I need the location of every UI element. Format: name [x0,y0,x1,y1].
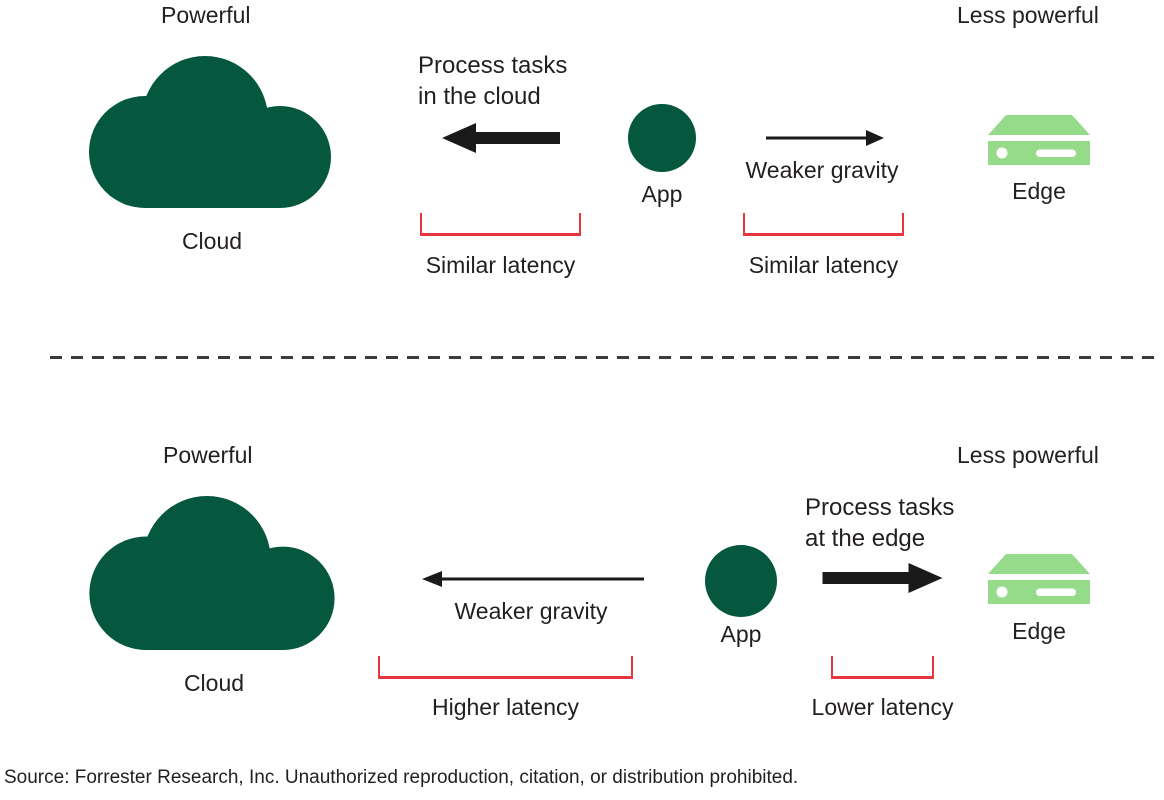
latency-bracket-right-bottom [831,656,934,679]
app-circle-icon [705,545,777,617]
process-tasks-caption-bottom: Process tasks at the edge [805,492,954,554]
process-tasks-line2: in the cloud [418,83,541,110]
powerful-label-bottom: Powerful [163,442,253,468]
cloud-icon [89,496,335,650]
process-tasks-caption-top: Process tasks in the cloud [418,50,567,112]
dashed-divider [50,356,1162,359]
similar-latency-label-left: Similar latency [425,252,576,278]
latency-bracket-left-top [420,213,581,236]
lower-latency-label: Lower latency [811,694,954,720]
weaker-gravity-label-bottom: Weaker gravity [454,598,608,624]
higher-latency-label: Higher latency [431,694,580,720]
less-powerful-label-bottom: Less powerful [957,442,1099,468]
app-label-top: App [641,181,683,207]
process-tasks-line1: Process tasks [805,494,955,521]
cloud-icon [89,56,331,208]
edge-label-bottom: Edge [1012,618,1066,644]
edge-server-icon [988,115,1090,165]
latency-bracket-left-bottom [378,656,633,679]
weaker-gravity-label-top: Weaker gravity [745,157,899,183]
app-label-bottom: App [720,621,762,647]
similar-latency-label-right: Similar latency [748,252,899,278]
source-attribution: Source: Forrester Research, Inc. Unautho… [4,767,799,788]
edge-server-icon [988,554,1090,604]
cloud-label-top: Cloud [181,228,243,254]
strong-gravity-arrow-right-icon [822,563,943,593]
process-tasks-line2: at the edge [805,525,926,552]
strong-gravity-arrow-left-icon [442,123,560,153]
weak-gravity-arrow-right-icon [766,130,884,146]
cloud-label-bottom: Cloud [183,670,245,696]
app-circle-icon [628,104,696,172]
latency-bracket-right-top [743,213,904,236]
weak-gravity-arrow-left-icon [422,571,644,587]
less-powerful-label-top: Less powerful [957,2,1099,28]
edge-label-top: Edge [1012,178,1066,204]
powerful-label-top: Powerful [161,2,251,28]
process-tasks-line1: Process tasks [418,52,568,79]
